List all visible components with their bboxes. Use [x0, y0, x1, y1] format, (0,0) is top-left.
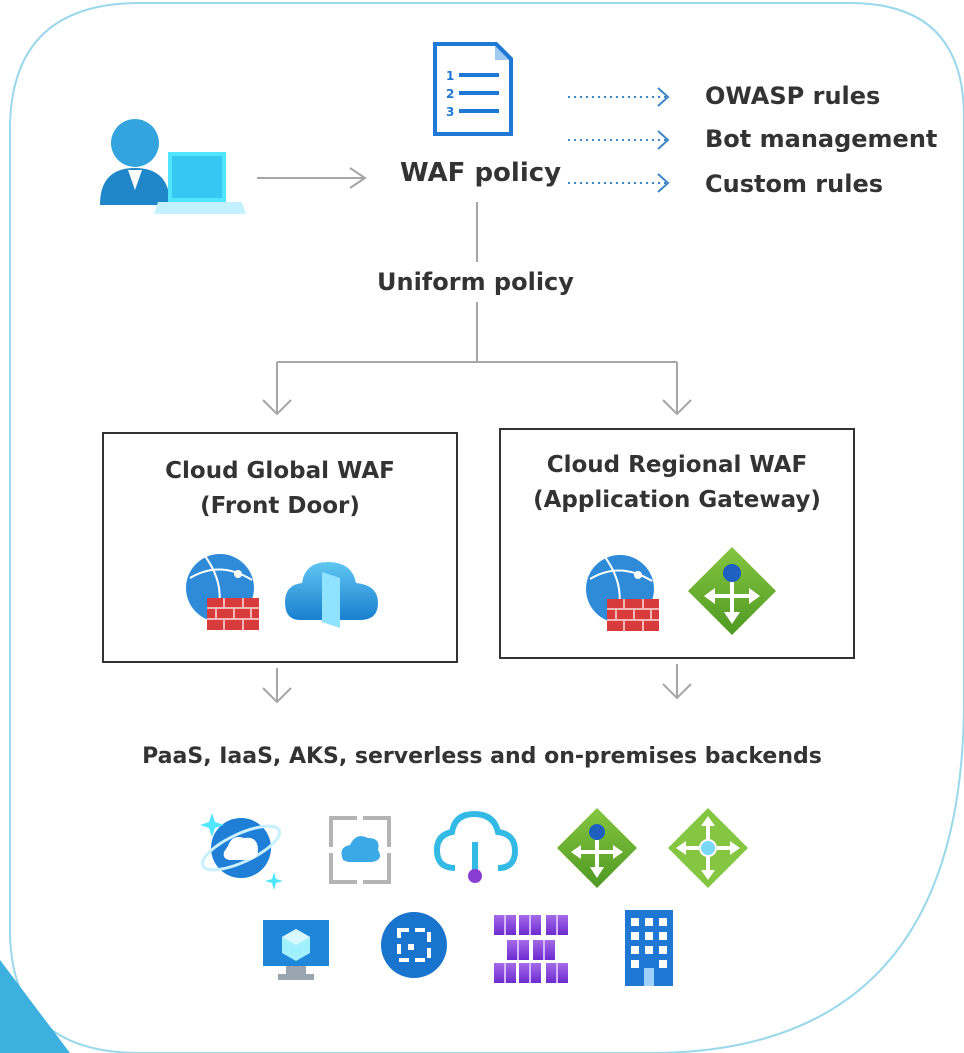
- front-door-icon: [285, 562, 378, 628]
- waf-policy-label: WAF policy: [400, 158, 562, 188]
- uniform-connector: [262, 202, 692, 416]
- application-gateway-icon: [688, 547, 776, 635]
- building-icon: [625, 910, 673, 986]
- waf-firewall-icon-regional: [586, 555, 659, 631]
- rule-custom: Custom rules: [705, 170, 884, 198]
- backends-label: PaaS, IaaS, AKS, serverless and on-premi…: [142, 744, 822, 769]
- regional-waf-subtitle: (Application Gateway): [533, 487, 821, 513]
- app-service-environment-icon: [327, 814, 393, 886]
- regional-waf-box: [499, 428, 855, 659]
- user-laptop-icon: [100, 119, 246, 214]
- document-list-icon: 1 2 3: [433, 42, 513, 136]
- virtual-machine-icon: [263, 920, 329, 980]
- global-waf-subtitle: (Front Door): [200, 493, 360, 519]
- rule-bot-management: Bot management: [705, 125, 938, 153]
- svg-text:1: 1: [446, 69, 454, 83]
- container-instance-icon: [381, 912, 447, 978]
- uniform-policy-label: Uniform policy: [377, 268, 574, 296]
- rule-owasp: OWASP rules: [705, 82, 881, 110]
- regional-waf-title: Cloud Regional WAF: [546, 452, 808, 478]
- global-waf-title: Cloud Global WAF: [165, 458, 395, 484]
- cosmos-db-icon: [200, 813, 283, 890]
- backend-arrows: [262, 664, 692, 704]
- outer-frame: [9, 2, 964, 1053]
- load-balancer-icon: [557, 808, 637, 888]
- svg-text:3: 3: [446, 105, 454, 119]
- waf-firewall-icon: [186, 554, 259, 630]
- traffic-manager-icon: [668, 808, 748, 888]
- global-waf-box: [102, 432, 458, 663]
- api-app-icon: [433, 810, 519, 883]
- rule-arrows: [568, 87, 670, 193]
- corner-accent: [0, 960, 70, 1053]
- svg-text:2: 2: [446, 87, 454, 101]
- kubernetes-service-icon: [494, 915, 568, 983]
